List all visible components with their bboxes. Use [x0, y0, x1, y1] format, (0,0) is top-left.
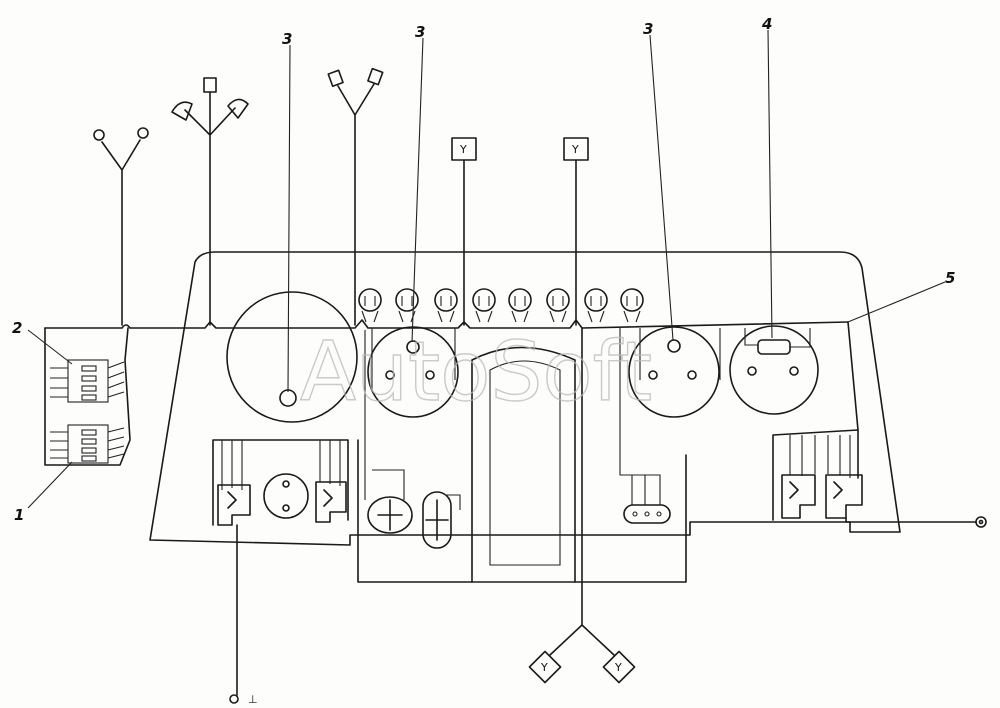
switch-group-center — [364, 330, 461, 549]
lamp-branch — [171, 77, 249, 326]
gauge-3-terminal — [687, 370, 697, 380]
callout-5: 5 — [945, 269, 955, 287]
center-lower-panel — [357, 439, 687, 583]
gauge-4-lamp — [757, 339, 791, 355]
fuse-block-lower — [50, 424, 125, 464]
gauge-3-lamp — [667, 339, 681, 353]
warning-lamp — [472, 288, 496, 323]
svg-text:Y: Y — [614, 661, 622, 674]
speedometer-lamp — [279, 389, 297, 407]
fuse-box-outline — [44, 327, 131, 466]
callout-2: 2 — [12, 319, 22, 337]
boxed-connector-left: Y — [451, 137, 477, 326]
warning-lamp — [508, 288, 532, 323]
watermark: AutoSoft — [300, 325, 652, 420]
switch-group-left: ⊥ — [212, 439, 349, 706]
callout-3c: 3 — [643, 20, 653, 38]
ground-symbol: ⊥ — [248, 693, 258, 706]
main-harness-bus — [44, 319, 849, 329]
bus-right-drop — [847, 321, 859, 431]
warning-lamp — [434, 288, 458, 323]
switch-group-right — [772, 429, 987, 528]
gauge-3 — [628, 326, 720, 418]
warning-lamp — [620, 288, 644, 323]
svg-text:Y: Y — [540, 661, 548, 674]
warning-lamp-row — [358, 288, 644, 323]
plug-pair-branch — [327, 67, 384, 326]
diamond-connector-pair: Y Y — [528, 327, 636, 684]
boxed-connector-right: Y — [563, 137, 589, 326]
gauge-2-terminal — [385, 370, 395, 380]
warning-lamp — [395, 288, 419, 323]
svg-text:Y: Y — [571, 143, 579, 156]
callout-3a: 3 — [282, 30, 292, 48]
gauge-3-terminal — [648, 370, 658, 380]
fuse-block-upper — [50, 359, 125, 403]
callout-4: 4 — [761, 15, 772, 33]
callout-3b: 3 — [415, 23, 425, 41]
ring-connector-pair — [93, 127, 149, 326]
gauge-feed-wires — [371, 328, 811, 390]
gauge-2-lamp — [406, 340, 420, 354]
gauge-2-terminal — [425, 370, 435, 380]
center-tunnel-inner — [489, 360, 561, 566]
warning-lamp — [358, 288, 382, 323]
connector-right-lower — [619, 328, 671, 524]
warning-lamp — [584, 288, 608, 323]
gauge-4 — [729, 325, 819, 415]
callout-1: 1 — [14, 506, 24, 524]
gauge-4-terminal — [747, 366, 757, 376]
callout-leaders — [27, 29, 946, 509]
warning-lamp — [546, 288, 570, 323]
center-tunnel — [471, 346, 576, 583]
gauge-4-terminal — [789, 366, 799, 376]
speedometer-gauge — [226, 291, 358, 423]
svg-text:Y: Y — [459, 143, 467, 156]
